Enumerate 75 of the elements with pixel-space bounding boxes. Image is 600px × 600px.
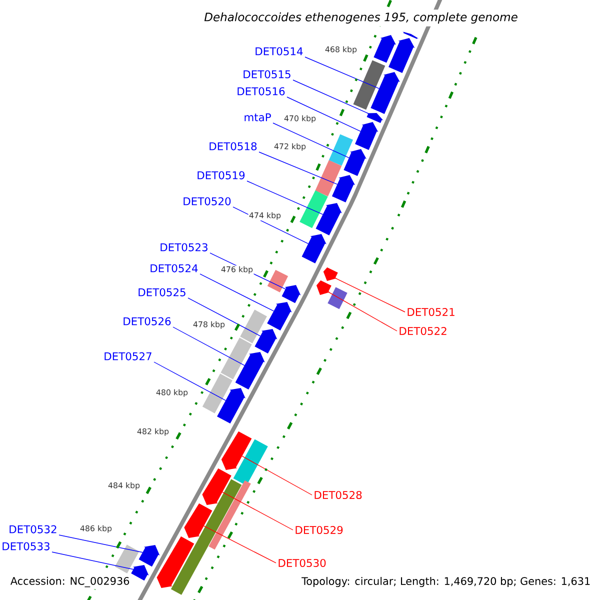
- gene-block: [170, 479, 242, 595]
- gene-block: [208, 480, 251, 550]
- footer-text: Accession: NC_002936: [8, 574, 132, 590]
- leader-line: [188, 298, 261, 336]
- gene-block: [240, 310, 267, 344]
- leader-line: [328, 292, 398, 332]
- gene-label: DET0533: [2, 542, 50, 550]
- gene-block: [323, 267, 338, 281]
- gene-block: [302, 234, 326, 264]
- gene-label: DET0520: [184, 197, 231, 206]
- gene-label: DET0523: [160, 243, 208, 252]
- gene-block: [114, 544, 140, 574]
- leader-line: [242, 456, 312, 496]
- gene-block: [374, 35, 396, 63]
- gene-label: DET0525: [138, 288, 186, 296]
- gene-label: DET0524: [150, 264, 198, 272]
- gene-block: [138, 545, 160, 567]
- gene-label: DET0526: [124, 317, 171, 326]
- gene-block: [217, 388, 246, 424]
- gene-block: [316, 280, 332, 295]
- title: Dehalococcoides ethenogenes 195, complete genome: [201, 10, 521, 26]
- leader-line: [304, 56, 380, 89]
- gene-block: [328, 287, 348, 310]
- gene-block: [328, 134, 354, 166]
- leader-line: [292, 80, 369, 114]
- leader-line: [172, 326, 245, 366]
- leader-line: [258, 152, 338, 185]
- gene-block: [254, 329, 278, 354]
- leader-line: [154, 362, 226, 401]
- gene-block: [355, 122, 378, 150]
- leader-line: [286, 96, 361, 132]
- gene-block: [267, 270, 288, 292]
- gene-label: DET0515: [244, 70, 290, 78]
- gene-block: [221, 431, 252, 470]
- gene-block: [300, 190, 328, 228]
- gene-label: mtaP: [244, 113, 271, 122]
- gene-block: [184, 503, 212, 538]
- leader-line: [246, 180, 324, 215]
- gene-block: [316, 203, 342, 236]
- gene-block: [267, 302, 292, 331]
- gene-label: DET0530: [278, 558, 326, 568]
- gene-block: [366, 113, 384, 123]
- gene-label: DET0532: [10, 525, 56, 534]
- gene-label: DET0528: [314, 490, 362, 500]
- gene-label: DET0527: [104, 352, 152, 360]
- gene-label: DET0519: [198, 171, 245, 180]
- gene-label: DET0516: [238, 87, 285, 96]
- gene-block: [233, 439, 268, 486]
- gene-label: DET0529: [296, 526, 343, 534]
- gene-block: [315, 160, 342, 196]
- leader-line: [222, 492, 294, 530]
- gene-label: DET0518: [210, 142, 257, 150]
- leader-line: [52, 552, 134, 570]
- gene-block: [156, 536, 194, 588]
- gene-block: [388, 38, 415, 73]
- gene-label: DET0522: [400, 326, 446, 336]
- gene-block: [353, 60, 386, 110]
- gene-block: [202, 374, 232, 414]
- gene-block: [235, 352, 265, 390]
- gene-block: [402, 32, 419, 39]
- leader-line: [200, 274, 274, 312]
- gene-block: [344, 149, 366, 176]
- gene-label: DET0521: [408, 308, 454, 316]
- gene-block: [370, 72, 400, 114]
- leader-line: [334, 278, 406, 312]
- leader-line: [58, 534, 143, 553]
- gene-label: DET0514: [256, 47, 303, 56]
- gene-block: [332, 175, 356, 202]
- gene-block: [282, 285, 301, 304]
- gene-block: [220, 338, 252, 380]
- leader-line: [272, 122, 350, 158]
- leader-line: [204, 526, 276, 564]
- gene-block: [202, 468, 232, 505]
- gene-block: [131, 565, 149, 581]
- footer-text: Topology: circular; Length: 1,469,720 bp; Genes: 1,631: [299, 574, 593, 590]
